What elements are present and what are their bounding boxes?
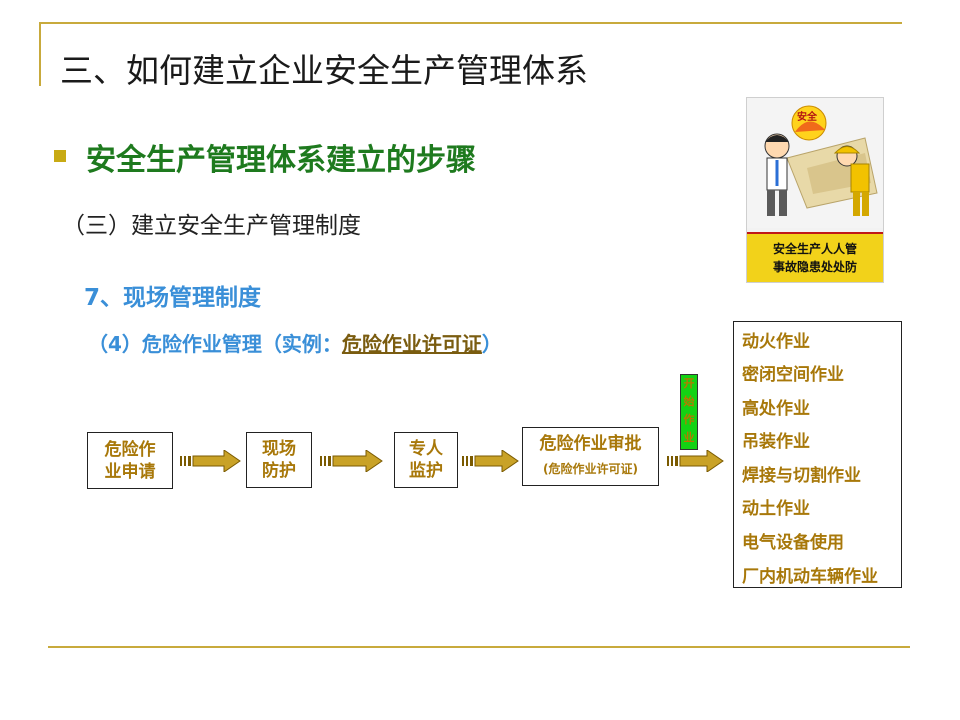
- step-protection-line-2: 防护: [262, 461, 296, 481]
- poster-slogan-line-2: 事故隐患处处防: [772, 260, 857, 274]
- step-supervision-line-1: 专人: [409, 439, 443, 459]
- safety-poster: 安全 安全生产人人管 事故隐患处处防: [746, 97, 884, 283]
- start-char-1: 开: [683, 377, 695, 390]
- step-site-protection: 现场 防护: [246, 432, 312, 488]
- operation-item: 密闭空间作业: [742, 365, 844, 385]
- workers-illustration-icon: [747, 98, 883, 228]
- operation-item: 电气设备使用: [742, 533, 844, 553]
- step-approval-title: 危险作业审批: [539, 434, 642, 454]
- flow-arrow-4-icon: [667, 450, 724, 472]
- operation-item: 高处作业: [742, 399, 810, 419]
- start-char-4: 业: [683, 431, 695, 444]
- operation-item: 焊接与切割作业: [742, 466, 861, 486]
- operation-item: 动火作业: [742, 332, 810, 352]
- item-4-suffix: ）: [481, 332, 502, 356]
- bottom-rule: [48, 646, 910, 648]
- poster-slogan-line-1: 安全生产人人管: [772, 242, 857, 256]
- poster-slogan-band: 安全生产人人管 事故隐患处处防: [747, 232, 883, 282]
- poster-badge: 安全: [797, 112, 817, 123]
- subsection-7: 7、现场管理制度: [84, 285, 262, 311]
- start-work-label: 开 始 作 业: [680, 374, 698, 450]
- flow-arrow-1-icon: [180, 450, 241, 472]
- start-char-2: 始: [683, 395, 695, 408]
- flow-arrow-2-icon: [320, 450, 383, 472]
- section-heading: 安全生产管理体系建立的步骤: [86, 143, 476, 178]
- operation-item: 厂内机动车辆作业: [742, 567, 878, 587]
- subsection-3: （三）建立安全生产管理制度: [62, 213, 361, 239]
- step-apply-line-1: 危险作: [104, 440, 156, 460]
- operation-item: 吊装作业: [742, 432, 810, 452]
- step-apply-line-2: 业申请: [104, 462, 156, 482]
- step-supervision-line-2: 监护: [409, 461, 443, 481]
- start-char-3: 作: [683, 413, 695, 426]
- step-supervision: 专人 监护: [394, 432, 458, 488]
- slide-title: 三、如何建立企业安全生产管理体系: [60, 51, 588, 90]
- flow-arrow-3-icon: [462, 450, 519, 472]
- step-approval: 危险作业审批 (危险作业许可证): [522, 427, 659, 486]
- step-approval-note: (危险作业许可证): [543, 462, 638, 476]
- step-protection-line-1: 现场: [262, 439, 296, 459]
- step-apply: 危险作 业申请: [87, 432, 173, 489]
- item-4-prefix: （4）危险作业管理（实例：: [88, 332, 342, 356]
- operations-list: 动火作业 密闭空间作业 高处作业 吊装作业 焊接与切割作业 动土作业 电气设备使…: [733, 321, 902, 588]
- permit-link[interactable]: 危险作业许可证: [341, 332, 482, 356]
- left-rule: [39, 22, 41, 86]
- item-4: （4）危险作业管理（实例：危险作业许可证）: [88, 328, 502, 357]
- top-rule: [40, 22, 902, 24]
- operation-item: 动土作业: [742, 499, 810, 519]
- bullet-square-icon: [54, 150, 66, 162]
